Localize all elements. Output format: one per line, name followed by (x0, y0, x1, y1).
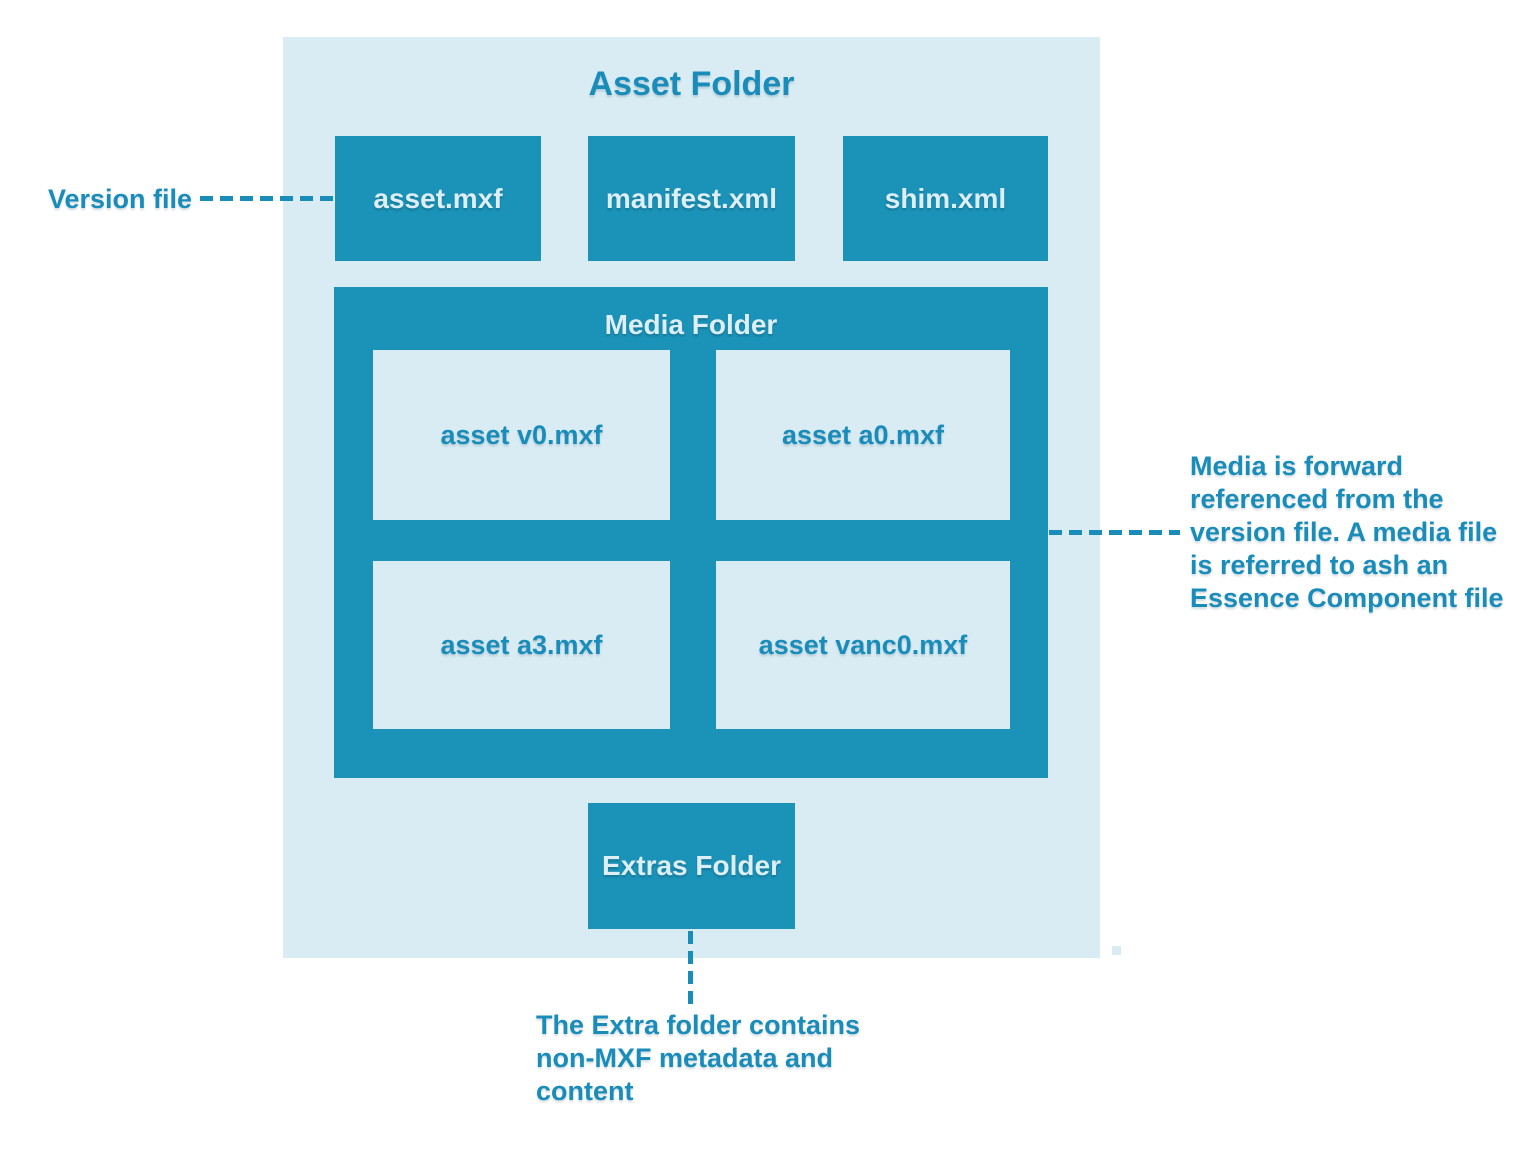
dashed-connector-media-note (1049, 530, 1180, 535)
media-note-annotation: Media is forward referenced from the ver… (1190, 451, 1504, 613)
extras-folder-box: Extras Folder (588, 803, 795, 929)
dashed-connector-extras-note (688, 931, 693, 1008)
asset-folder-container: Asset Folder asset.mxf manifest.xml shim… (283, 37, 1100, 958)
media-file-box-v0: asset v0.mxf (373, 350, 670, 520)
file-box-shim-xml: shim.xml (843, 136, 1048, 261)
extras-folder-label: Extras Folder (602, 850, 781, 881)
media-file-label: asset vanc0.mxf (758, 629, 968, 660)
file-box-manifest-xml: manifest.xml (588, 136, 795, 261)
media-file-label: asset a0.mxf (781, 419, 945, 450)
file-label: manifest.xml (605, 182, 778, 214)
media-file-box-a0: asset a0.mxf (716, 350, 1010, 520)
stray-square-artifact (1112, 946, 1121, 955)
media-file-label: asset v0.mxf (440, 419, 603, 450)
media-file-box-a3: asset a3.mxf (373, 561, 670, 729)
media-folder-container: Media Folder asset v0.mxf asset a0.mxf a… (334, 287, 1048, 778)
extras-note-annotation: The Extra folder contains non-MXF metada… (536, 1010, 861, 1106)
media-folder-title: Media Folder (604, 309, 778, 340)
file-box-asset-mxf: asset.mxf (335, 136, 541, 261)
media-file-label: asset a3.mxf (440, 629, 603, 660)
media-file-box-vanc0: asset vanc0.mxf (716, 561, 1010, 729)
asset-folder-title: Asset Folder (588, 65, 795, 103)
file-label: shim.xml (884, 182, 1007, 214)
dashed-connector-version-file (200, 196, 335, 201)
file-label: asset.mxf (373, 182, 503, 214)
version-file-annotation: Version file (48, 184, 193, 214)
